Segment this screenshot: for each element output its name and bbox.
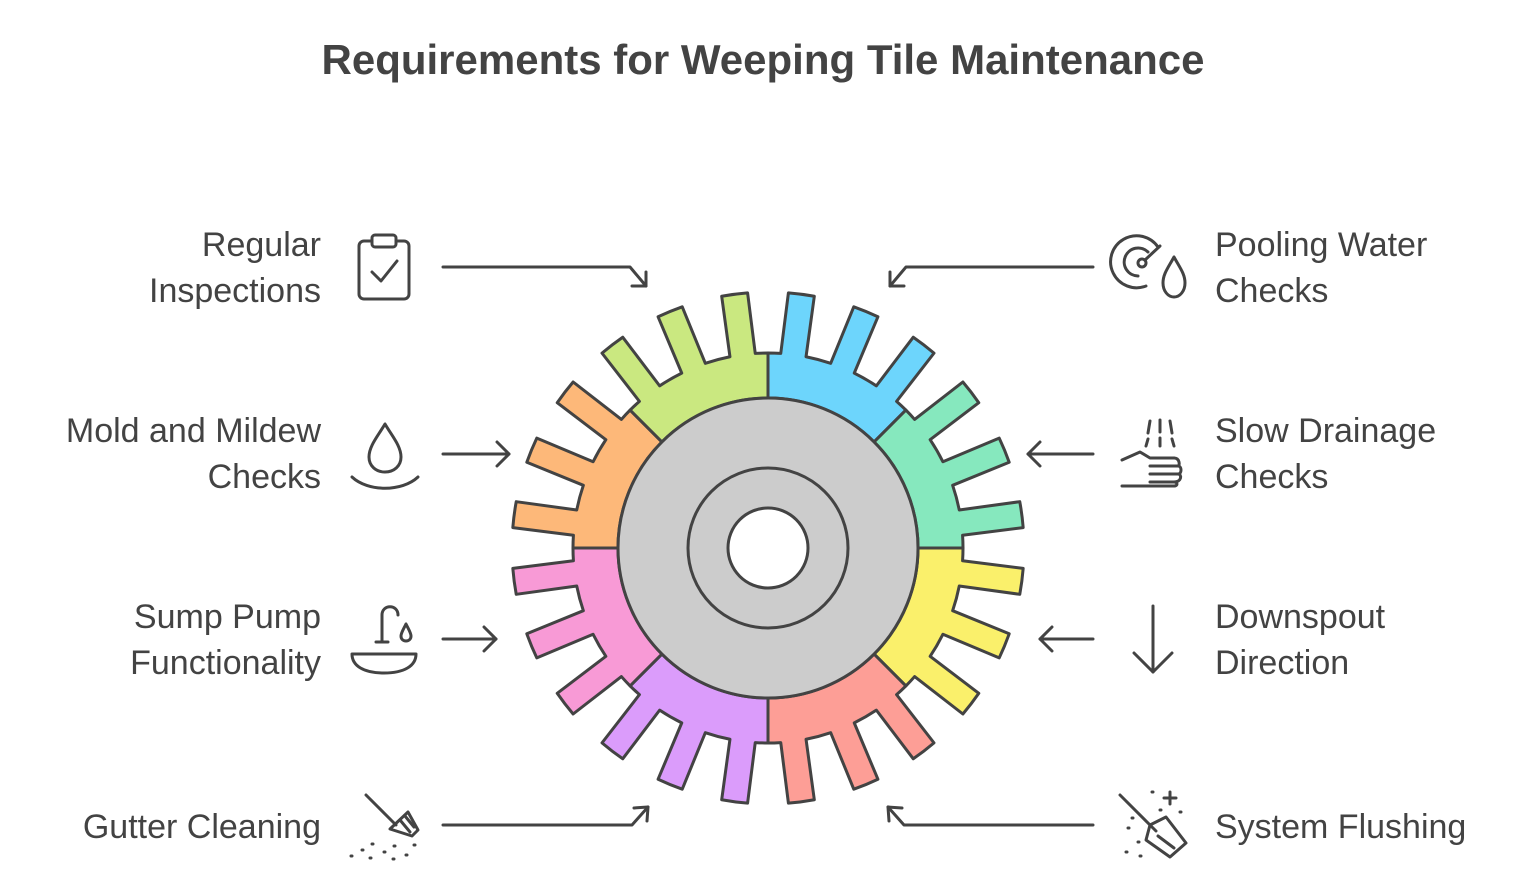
page-title: Requirements for Weeping Tile Maintenanc… <box>322 36 1205 83</box>
arrow-down-icon <box>1132 604 1174 674</box>
item-label: Mold and Mildew <box>66 412 322 450</box>
item-label: Slow Drainage <box>1215 412 1436 450</box>
clipboard-check-icon <box>357 233 411 301</box>
connector-arrow <box>888 265 1095 288</box>
item-sump-pump-functionality: Sump Pump Functionality <box>130 598 498 682</box>
item-gutter-cleaning: Gutter Cleaning <box>83 793 650 861</box>
gear-inner-ring <box>686 466 850 630</box>
gear-center-hole <box>726 506 810 590</box>
item-label: Direction <box>1215 644 1349 682</box>
item-label: Functionality <box>130 644 321 682</box>
item-mold-and-mildew-checks: Mold and Mildew Checks <box>66 412 511 496</box>
item-label: Checks <box>1215 272 1328 310</box>
connector-arrow <box>1038 625 1095 653</box>
hand-wash-icon <box>1120 418 1183 488</box>
water-drop-icon <box>350 422 420 490</box>
item-label: Pooling Water <box>1215 226 1427 264</box>
item-label: Sump Pump <box>134 598 321 636</box>
broom-sparkle-icon <box>1118 790 1188 859</box>
item-label: Checks <box>1215 458 1328 496</box>
gear <box>511 291 1025 805</box>
item-regular-inspections: Regular Inspections <box>149 226 648 310</box>
connector-arrow <box>441 265 648 288</box>
item-downspout-direction: Downspout Direction <box>1038 598 1386 682</box>
item-label: Gutter Cleaning <box>83 808 321 846</box>
item-slow-drainage-checks: Slow Drainage Checks <box>1026 412 1436 496</box>
connector-arrow <box>441 440 511 468</box>
connector-arrow <box>1026 440 1095 468</box>
connector-arrow <box>441 625 498 653</box>
item-label: Inspections <box>149 272 321 310</box>
item-label: Downspout <box>1215 598 1386 636</box>
faucet-basin-icon <box>350 605 418 675</box>
rake-icon <box>349 793 420 861</box>
item-pooling-water-checks: Pooling Water Checks <box>888 226 1427 310</box>
item-label: Checks <box>208 458 321 496</box>
gauge-drop-icon <box>1109 234 1187 299</box>
item-label: System Flushing <box>1215 808 1466 846</box>
connector-arrow <box>441 805 650 827</box>
item-label: Regular <box>202 226 321 264</box>
item-system-flushing: System Flushing <box>886 790 1466 859</box>
connector-arrow <box>886 805 1095 827</box>
